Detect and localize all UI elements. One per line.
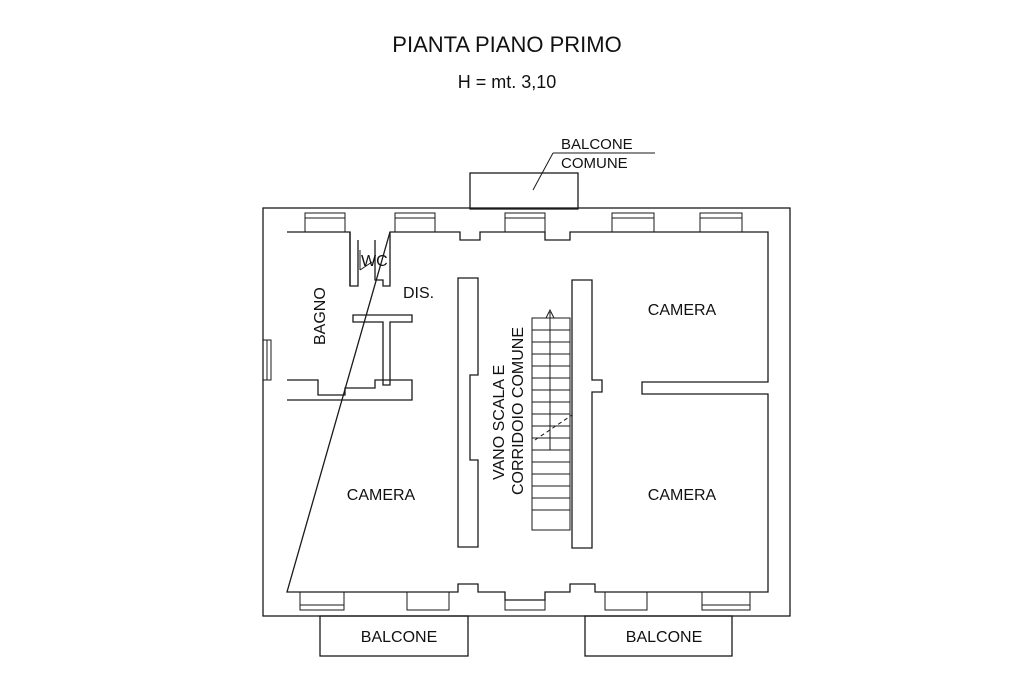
staircase <box>531 308 573 531</box>
vano-label-2: CORRIDOIO COMUNE <box>510 327 527 495</box>
balcone-comune-label-1: BALCONE <box>561 136 633 153</box>
camera-top-right-label: CAMERA <box>648 302 717 319</box>
wc-label: WC <box>361 253 388 270</box>
camera-bottom-left-label: CAMERA <box>347 487 416 504</box>
top-windows <box>304 212 743 233</box>
corridor-walls <box>457 277 603 549</box>
balcone-comune-label-2: COMUNE <box>561 155 628 172</box>
bagno-label: BAGNO <box>312 287 329 345</box>
vano-label-1: VANO SCALA E <box>491 365 508 480</box>
camera-bottom-right-label: CAMERA <box>648 487 717 504</box>
balcone-right-label: BALCONE <box>626 629 702 646</box>
plan-title: PIANTA PIANO PRIMO <box>392 32 621 57</box>
bathroom-walls <box>287 232 413 401</box>
balcone-left-label: BALCONE <box>361 629 437 646</box>
bottom-balconies <box>319 615 733 657</box>
dis-label: DIS. <box>403 285 434 302</box>
bottom-windows <box>299 591 751 611</box>
plan-subtitle: H = mt. 3,10 <box>458 72 557 92</box>
balcone-comune: BALCONE COMUNE <box>469 136 655 210</box>
